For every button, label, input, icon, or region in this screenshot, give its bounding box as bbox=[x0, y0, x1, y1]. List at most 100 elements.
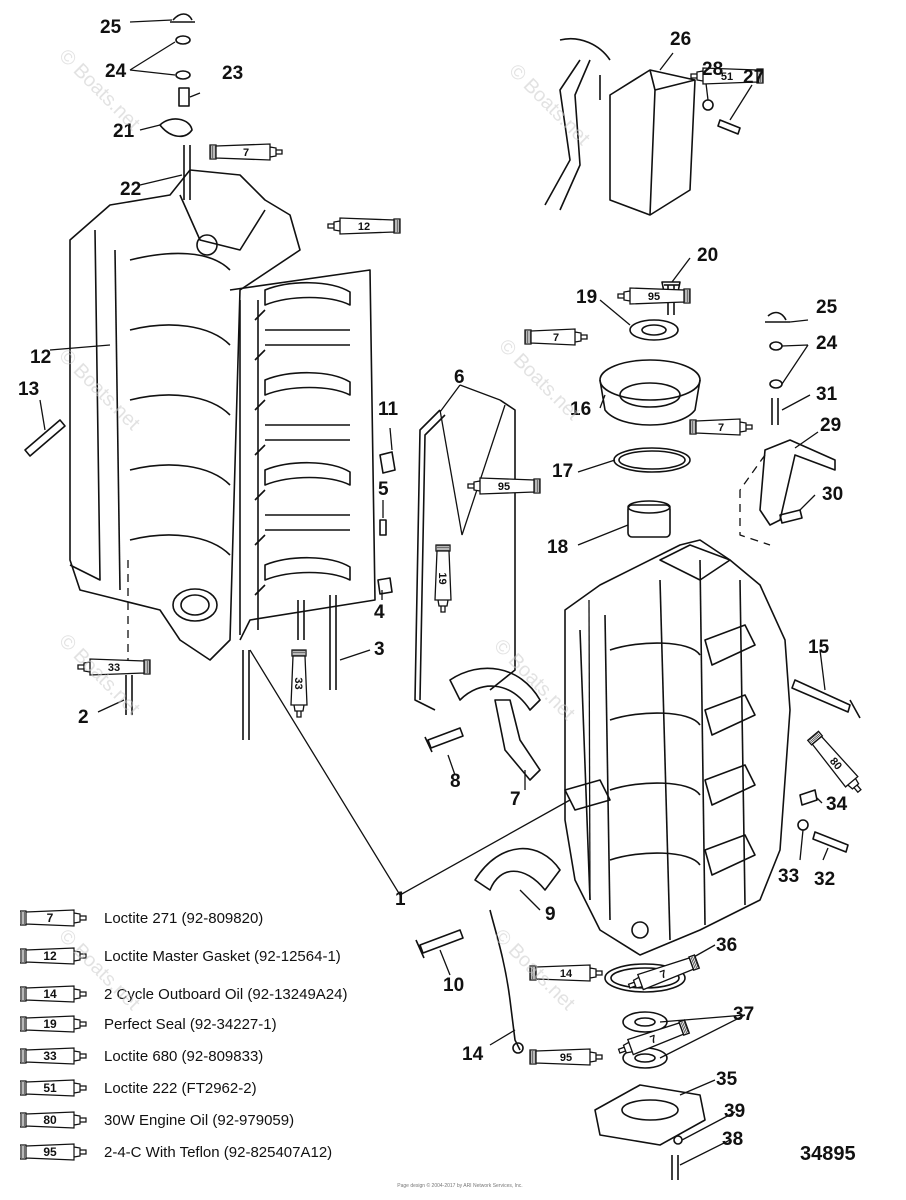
sealant-tube-icon: 19 bbox=[20, 1015, 92, 1033]
legend-label: 2-4-C With Teflon (92-825407A12) bbox=[104, 1143, 333, 1161]
legend-label: Loctite Master Gasket (92-12564-1) bbox=[104, 947, 341, 965]
sealant-tube-icon: 7 bbox=[20, 909, 92, 927]
callout-24: 24 bbox=[105, 61, 127, 82]
callout-8: 8 bbox=[450, 771, 461, 792]
callout-2: 2 bbox=[78, 707, 89, 728]
lower-end-cap bbox=[594, 963, 706, 1180]
sealant-tube-icon: 51 bbox=[690, 67, 764, 85]
sealant-tube-number: 19 bbox=[436, 572, 448, 584]
callout-10: 10 bbox=[443, 975, 465, 996]
callout-36: 36 bbox=[716, 935, 738, 956]
legend-tube-number: 12 bbox=[43, 949, 57, 963]
sealant-tube-number: 14 bbox=[560, 968, 573, 980]
sealant-tube-icon: 7 bbox=[524, 328, 588, 346]
sealant-tube-number: 12 bbox=[358, 221, 370, 233]
callout-1: 1 bbox=[395, 889, 406, 910]
figure-number: 34895 bbox=[800, 1143, 856, 1165]
legend-tube-number: 33 bbox=[43, 1049, 57, 1063]
callout-7: 7 bbox=[510, 789, 521, 810]
callout-31: 31 bbox=[816, 384, 838, 405]
callout-18: 18 bbox=[547, 537, 569, 558]
sealant-tube-number: 7 bbox=[553, 332, 559, 344]
sealant-tube-icon: 80 bbox=[806, 730, 862, 794]
legend-row: 12 Loctite Master Gasket (92-12564-1) bbox=[20, 943, 341, 969]
sealant-tube-icon: 14 bbox=[529, 964, 603, 982]
callout-17: 17 bbox=[552, 461, 574, 482]
callout-6: 6 bbox=[454, 367, 465, 388]
sealant-tube-icon: 7 bbox=[209, 143, 283, 161]
callout-35: 35 bbox=[716, 1069, 738, 1090]
legend-label: Loctite 222 (FT2962-2) bbox=[104, 1079, 257, 1097]
callout-14: 14 bbox=[462, 1044, 484, 1065]
callout-24b: 24 bbox=[816, 333, 838, 354]
callout-38: 38 bbox=[722, 1129, 744, 1150]
callout-15: 15 bbox=[808, 637, 830, 658]
sealant-tube-number: 7 bbox=[659, 968, 669, 981]
callout-28: 28 bbox=[702, 59, 724, 80]
callout-3: 3 bbox=[374, 639, 385, 660]
legend-row: 19 Perfect Seal (92-34227-1) bbox=[20, 1011, 277, 1037]
sealant-tube-icon: 12 bbox=[20, 947, 92, 965]
sealant-tube-number: 95 bbox=[560, 1052, 572, 1064]
legend-label: 30W Engine Oil (92-979059) bbox=[104, 1111, 295, 1129]
callout-13: 13 bbox=[18, 379, 40, 400]
sealant-tube-icon: 95 bbox=[529, 1048, 603, 1066]
alignment-lines bbox=[127, 454, 771, 670]
callout-37: 37 bbox=[733, 1004, 755, 1025]
legend-row: 51 Loctite 222 (FT2962-2) bbox=[20, 1075, 257, 1101]
sealant-tube-icon: 12 bbox=[327, 217, 401, 235]
upper-end-cap bbox=[599, 281, 701, 538]
legend-tube-number: 51 bbox=[43, 1081, 57, 1095]
callout-22: 22 bbox=[120, 179, 142, 200]
sealant-tube-icon: 33 bbox=[20, 1047, 92, 1065]
legend-tube-number: 7 bbox=[46, 911, 54, 925]
sealant-tube-icon: 95 bbox=[20, 1143, 92, 1161]
small-hardware bbox=[24, 13, 861, 1054]
sealant-tube-number: 33 bbox=[108, 662, 120, 674]
sealant-tube-number: 7 bbox=[649, 1033, 659, 1046]
legend-tube-number: 19 bbox=[43, 1017, 57, 1031]
callout-27: 27 bbox=[743, 67, 765, 88]
sealant-tube-number: 33 bbox=[292, 677, 304, 689]
callout-30: 30 bbox=[822, 484, 844, 505]
callout-26: 26 bbox=[670, 29, 692, 50]
sealant-tube-icon: 80 bbox=[20, 1111, 92, 1129]
sealant-tube-icon: 95 bbox=[467, 477, 541, 495]
sealant-tube-icon: 7 bbox=[689, 418, 753, 436]
callout-23: 23 bbox=[222, 63, 244, 84]
callout-9: 9 bbox=[545, 904, 556, 925]
callout-20: 20 bbox=[697, 245, 719, 266]
legend-label: Perfect Seal (92-34227-1) bbox=[104, 1015, 277, 1033]
sealant-tube-number: 95 bbox=[648, 291, 660, 303]
legend-row: 80 30W Engine Oil (92-979059) bbox=[20, 1107, 294, 1133]
callout-5: 5 bbox=[378, 479, 389, 500]
callout-39: 39 bbox=[724, 1101, 746, 1122]
sealant-tube-number: 51 bbox=[721, 71, 733, 83]
sealant-tube-icon: 95 bbox=[617, 287, 691, 305]
legend-label: 2 Cycle Outboard Oil (92-13249A24) bbox=[104, 985, 348, 1003]
legend-tube-number: 95 bbox=[43, 1145, 57, 1159]
legend-tube-number: 80 bbox=[43, 1113, 57, 1127]
callout-33: 33 bbox=[778, 866, 800, 887]
callout-34: 34 bbox=[826, 794, 848, 815]
leader-lines bbox=[39, 19, 829, 1166]
callout-25b: 25 bbox=[816, 297, 838, 318]
sealant-tube-icon: 19 bbox=[434, 544, 452, 613]
sealant-tube-icon: 33 bbox=[77, 658, 151, 676]
switch-box bbox=[544, 38, 696, 216]
callout-16: 16 bbox=[570, 399, 592, 420]
legend-tube-number: 14 bbox=[43, 987, 57, 1001]
callout-29: 29 bbox=[820, 415, 842, 436]
callout-11: 11 bbox=[378, 399, 399, 420]
legend-row: 95 2-4-C With Teflon (92-825407A12) bbox=[20, 1139, 332, 1165]
crankcase-cover-right bbox=[564, 539, 791, 956]
copyright-footer: Page design © 2004-2017 by ARI Network S… bbox=[397, 1183, 523, 1189]
sealant-tube-icon: 7 bbox=[617, 1019, 691, 1056]
sealant-tube-icon: 33 bbox=[290, 649, 308, 718]
callout-4: 4 bbox=[374, 602, 385, 623]
sealant-tube-number: 7 bbox=[718, 422, 724, 434]
legend-row: 14 2 Cycle Outboard Oil (92-13249A24) bbox=[20, 981, 347, 1007]
